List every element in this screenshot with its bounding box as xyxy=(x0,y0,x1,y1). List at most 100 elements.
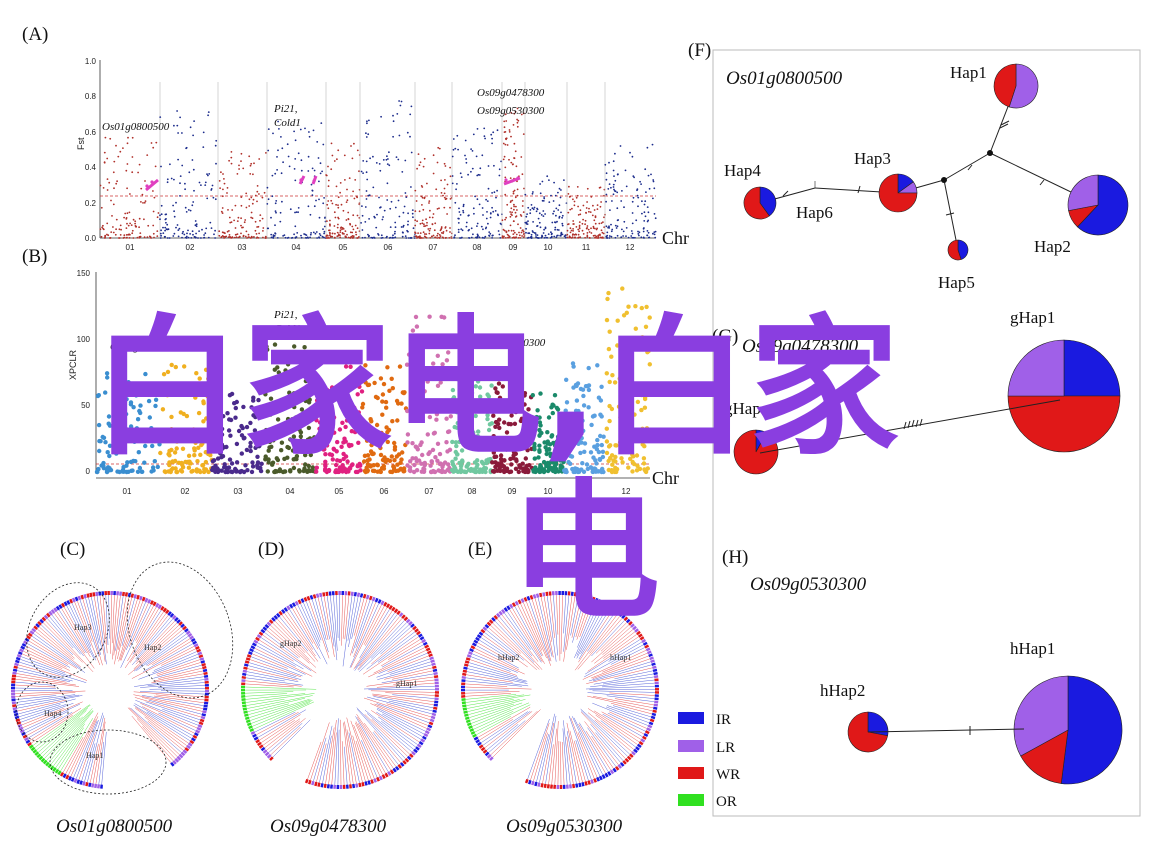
tree-tip xyxy=(241,701,246,705)
fst-point xyxy=(574,233,577,236)
xpclr-point xyxy=(390,386,395,391)
tree-tip xyxy=(53,607,58,613)
fst-point xyxy=(343,154,346,157)
xpclr-point xyxy=(502,458,507,463)
xpclr-point xyxy=(447,447,453,452)
fst-point xyxy=(218,230,221,233)
xpclr-point xyxy=(516,469,521,475)
xpclr-point xyxy=(120,446,125,452)
fst-point xyxy=(570,229,573,232)
fst-point xyxy=(221,207,224,209)
fst-point xyxy=(400,226,403,228)
fst-point xyxy=(533,206,536,209)
fst-point xyxy=(103,161,106,164)
xpclr-point xyxy=(192,448,197,453)
fst-point xyxy=(329,219,331,222)
tree-branch xyxy=(350,720,372,780)
xpclr-point xyxy=(248,420,253,426)
fst-point xyxy=(252,173,254,176)
fst-point xyxy=(586,232,589,234)
fst-point xyxy=(603,194,605,197)
fst-point xyxy=(549,237,552,239)
fst-point xyxy=(262,236,264,239)
fst-point xyxy=(365,136,368,138)
fst-point xyxy=(159,218,161,221)
fst-point xyxy=(616,191,619,194)
tree-tip xyxy=(601,774,606,779)
fst-point xyxy=(119,150,122,153)
fst-point xyxy=(556,228,559,231)
tree-tip xyxy=(130,593,135,598)
fst-point xyxy=(109,237,111,239)
fst-point xyxy=(601,231,604,234)
xpclr-point xyxy=(302,345,307,350)
fst-point xyxy=(645,191,647,194)
fst-point xyxy=(442,194,444,197)
fst-point xyxy=(421,222,424,225)
tree-tip xyxy=(197,651,203,656)
xpclr-point xyxy=(270,462,275,467)
tree-tip xyxy=(195,645,200,650)
fst-point xyxy=(537,237,539,239)
fst-point xyxy=(623,220,626,223)
xpclr-point xyxy=(385,365,390,370)
fst-point xyxy=(207,236,210,239)
fst-point xyxy=(470,236,473,239)
fst-point xyxy=(602,232,605,235)
fst-point xyxy=(337,216,339,219)
xpclr-point xyxy=(422,389,427,394)
fst-point xyxy=(614,152,616,155)
fst-point xyxy=(577,214,580,216)
tree-tip xyxy=(204,677,209,681)
fst-point xyxy=(511,199,514,202)
fst-point xyxy=(308,131,310,133)
xpclr-point xyxy=(389,376,394,381)
fst-point xyxy=(406,131,409,134)
tree-branch xyxy=(606,695,655,702)
fst-point xyxy=(230,156,233,159)
fst-point xyxy=(582,204,585,207)
fst-point xyxy=(394,230,396,233)
fst-point xyxy=(214,229,217,232)
fst-point xyxy=(536,208,539,211)
fst-point xyxy=(616,173,619,176)
xpclr-point xyxy=(486,399,492,404)
xpclr-point xyxy=(327,402,332,407)
fst-point xyxy=(267,149,270,152)
xpclr-point xyxy=(395,462,400,467)
tree-tip xyxy=(136,594,140,600)
tree-tip xyxy=(11,701,16,705)
xpclr-point xyxy=(367,457,372,462)
fst-point xyxy=(361,229,364,231)
fst-point xyxy=(644,215,647,218)
fst-point xyxy=(653,233,656,236)
xpclr-point xyxy=(421,468,427,474)
xpclr-point xyxy=(339,385,345,390)
xpclr-point xyxy=(266,460,271,465)
fst-point xyxy=(439,235,442,238)
fst-point xyxy=(474,195,476,198)
fst-point xyxy=(100,206,103,209)
fst-point xyxy=(454,201,457,204)
fst-point xyxy=(560,189,562,191)
fst-point xyxy=(643,211,646,214)
fst-point xyxy=(327,207,330,210)
fst-point xyxy=(276,156,278,158)
tree-tip xyxy=(651,662,656,667)
fst-point xyxy=(641,200,643,203)
xpclr-point xyxy=(107,453,112,459)
xpclr-point xyxy=(205,382,210,387)
fst-point xyxy=(204,232,207,235)
xpclr-point xyxy=(244,424,250,430)
xpclr-point xyxy=(522,402,527,407)
fst-point xyxy=(489,232,492,235)
xpclr-point xyxy=(493,419,499,425)
fst-point xyxy=(513,189,516,192)
tree-tip xyxy=(413,748,418,754)
tree-tip xyxy=(461,675,466,680)
fst-point xyxy=(552,200,555,202)
fst-point xyxy=(368,218,370,220)
fst-point xyxy=(267,227,270,230)
fst-point xyxy=(491,192,493,194)
tree-tip xyxy=(271,617,276,622)
